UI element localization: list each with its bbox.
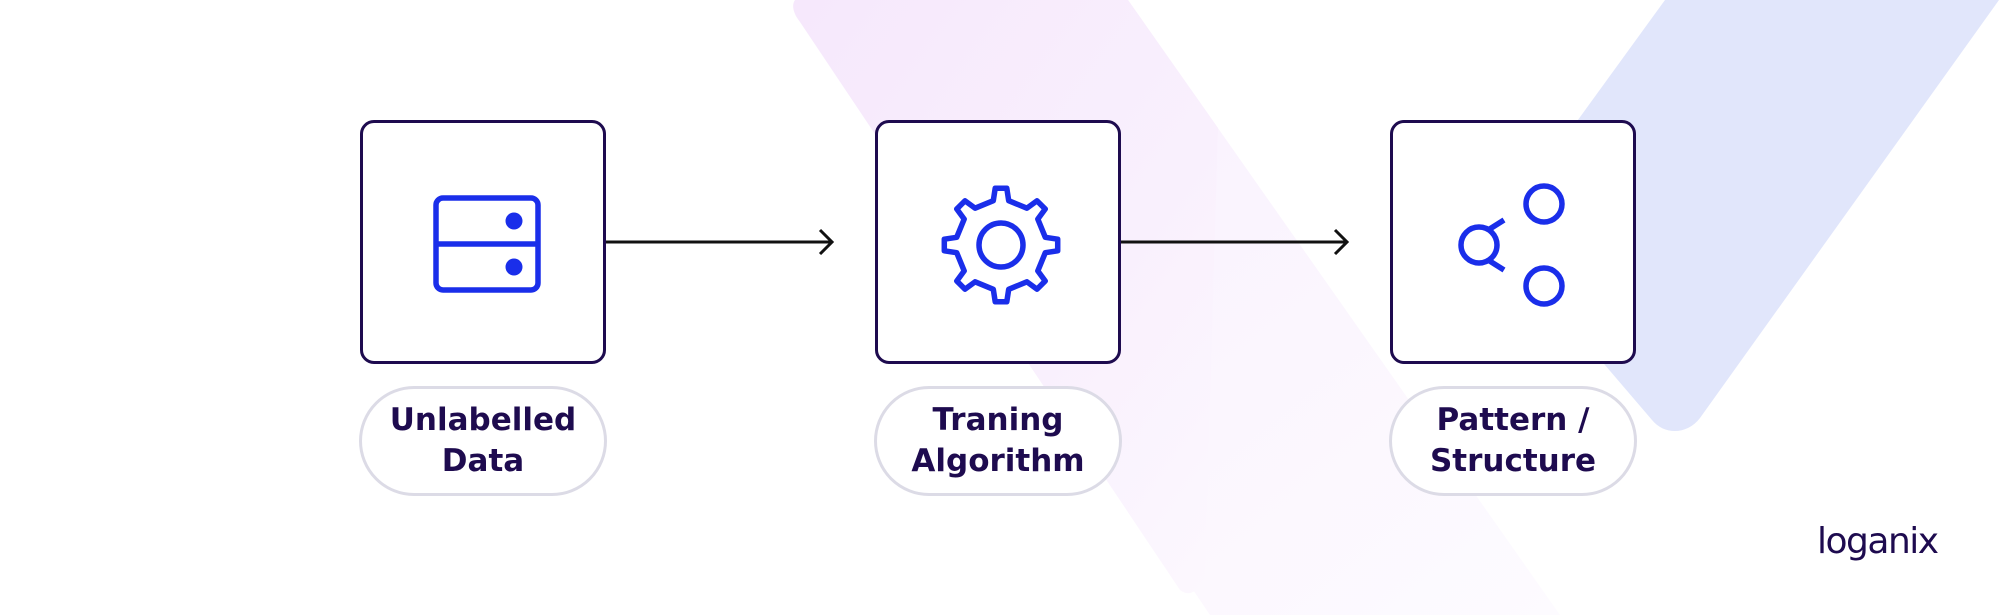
unlabelled-data-box bbox=[360, 120, 606, 364]
pattern-structure-label: Pattern / Structure bbox=[1429, 402, 1597, 479]
bg-blue-stripe bbox=[1575, 0, 1999, 432]
arrow-2-icon bbox=[1121, 228, 1350, 256]
loganix-logo: loganix bbox=[1817, 521, 1939, 562]
share-icon bbox=[1458, 183, 1565, 307]
training-algorithm-label-pill: Traning Algorithm bbox=[874, 386, 1122, 496]
unlabelled-data-label: Unlabelled Data bbox=[389, 402, 577, 479]
training-algorithm-label: Traning Algorithm bbox=[911, 402, 1085, 479]
database-icon bbox=[433, 195, 541, 293]
unlabelled-data-label-pill: Unlabelled Data bbox=[359, 386, 607, 496]
pattern-structure-label-pill: Pattern / Structure bbox=[1389, 386, 1637, 496]
training-algorithm-box bbox=[875, 120, 1121, 364]
pattern-structure-box bbox=[1390, 120, 1636, 364]
gear-icon bbox=[941, 185, 1061, 305]
arrow-1-icon bbox=[606, 228, 835, 256]
